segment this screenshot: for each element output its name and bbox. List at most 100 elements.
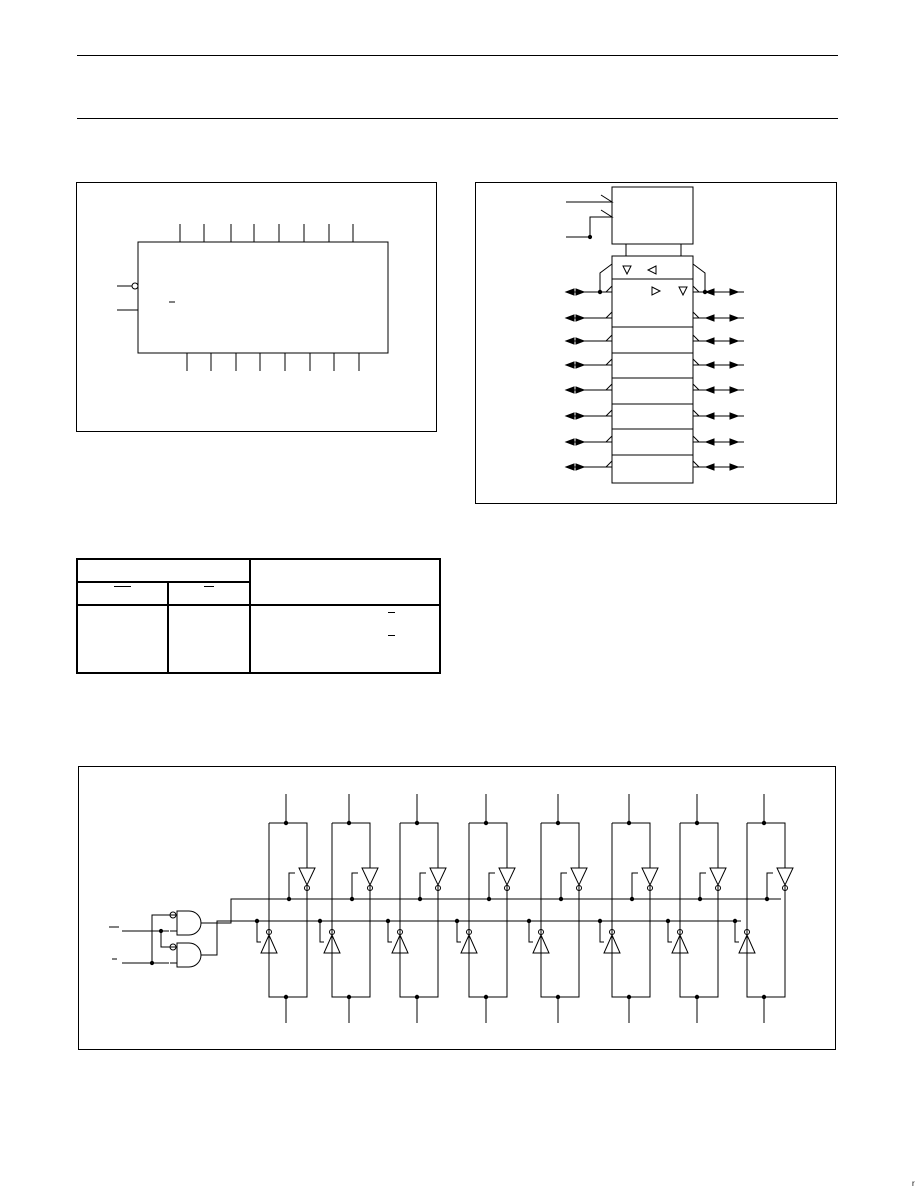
buffer-down-icon xyxy=(570,867,588,887)
buffer-down-icon xyxy=(641,867,659,887)
header-rule-bottom xyxy=(77,118,838,119)
input-marker xyxy=(692,409,700,417)
corner-mark: r xyxy=(912,1179,915,1188)
inversion-bubble xyxy=(329,929,335,935)
transceiver-cell xyxy=(254,794,316,1023)
inversion-bubble xyxy=(131,282,139,290)
arrow-right-icon xyxy=(729,438,740,446)
overbar xyxy=(114,586,131,587)
arrow-right-icon xyxy=(729,288,740,296)
arrow-left-icon xyxy=(564,288,575,296)
buffer-down-icon xyxy=(429,867,447,887)
arrow-left-icon xyxy=(704,386,715,394)
logic-diagram xyxy=(109,794,794,1023)
input-marker xyxy=(692,334,700,342)
function-table-body-outputs xyxy=(248,604,442,674)
arrow-left-icon xyxy=(704,337,715,345)
buffer-up-icon xyxy=(671,933,689,954)
arrow-left-icon xyxy=(564,361,575,369)
arrow-left-icon xyxy=(564,337,575,345)
logic-symbol-diagram xyxy=(117,224,389,371)
arrow-left-icon xyxy=(564,438,575,446)
buffer-down-icon xyxy=(776,867,794,887)
arrow-left-icon xyxy=(564,314,575,322)
overbar xyxy=(387,612,395,613)
overbar xyxy=(204,586,215,587)
arrow-right-icon xyxy=(575,314,586,322)
arrow-right-icon xyxy=(729,314,740,322)
function-table-inputs-header xyxy=(76,558,251,583)
input-marker xyxy=(605,435,613,443)
input-marker xyxy=(692,435,700,443)
arrow-right-icon xyxy=(575,438,586,446)
arrow-right-icon xyxy=(575,386,586,394)
arrow-left-icon xyxy=(564,463,575,471)
buffer-up-icon xyxy=(532,933,550,954)
input-marker xyxy=(605,358,613,366)
buffer-down-icon xyxy=(709,867,727,887)
input-marker xyxy=(605,311,613,319)
transceiver-cell xyxy=(665,794,727,1023)
transceiver-cell xyxy=(597,794,659,1023)
control-block xyxy=(611,186,694,245)
buffer-up-icon xyxy=(323,933,341,954)
logic-diagram-figure xyxy=(78,766,836,1050)
arrow-left-icon xyxy=(704,412,715,420)
input-marker xyxy=(692,460,700,468)
arrow-right-icon xyxy=(575,361,586,369)
buffer-down-icon xyxy=(298,867,316,887)
arrow-right-icon xyxy=(729,337,740,345)
arrow-left-icon xyxy=(704,463,715,471)
inversion-bubble xyxy=(538,929,544,935)
arrow-right-icon xyxy=(729,386,740,394)
port-stack xyxy=(611,255,694,484)
function-table-body-b xyxy=(167,604,251,674)
arrow-right-icon xyxy=(575,412,586,420)
buffer-up-icon xyxy=(391,933,409,954)
arrow-left-icon xyxy=(704,314,715,322)
logic-symbol-figure xyxy=(76,182,437,432)
transceiver-cell xyxy=(732,794,794,1023)
inversion-bubble xyxy=(677,929,683,935)
buffer-up-icon xyxy=(603,933,621,954)
input-marker xyxy=(692,383,700,391)
arrow-right-icon xyxy=(729,361,740,369)
buffer-up-icon xyxy=(460,933,478,954)
function-table-body-a xyxy=(75,604,170,674)
overbar xyxy=(387,635,395,636)
input-marker xyxy=(692,311,700,319)
and-gate-1 xyxy=(176,910,202,936)
buffer-up-icon xyxy=(260,933,278,954)
buffer-up-icon xyxy=(738,933,756,954)
transceiver-cell xyxy=(385,794,447,1023)
function-table-col-a xyxy=(75,581,170,606)
header-rule-top xyxy=(77,55,838,56)
input-marker xyxy=(605,334,613,342)
inversion-bubble xyxy=(397,929,403,935)
function-table xyxy=(75,558,442,674)
and-gate-2 xyxy=(176,942,202,968)
input-marker xyxy=(605,460,613,468)
arrow-left-icon xyxy=(704,438,715,446)
buffer-down-icon xyxy=(361,867,379,887)
arrow-left-icon xyxy=(704,361,715,369)
input-marker xyxy=(605,409,613,417)
inversion-bubble xyxy=(266,929,272,935)
transceiver-cell xyxy=(317,794,379,1023)
logic-symbol-box xyxy=(137,241,389,354)
inversion-bubble xyxy=(466,929,472,935)
inversion-bubble xyxy=(744,929,750,935)
iec-logic-symbol-diagram xyxy=(564,186,744,484)
transceiver-cell xyxy=(454,794,516,1023)
function-table-outputs-header xyxy=(248,558,442,606)
arrow-right-icon xyxy=(729,412,740,420)
iec-logic-symbol-figure xyxy=(475,182,837,504)
arrow-right-icon xyxy=(729,463,740,471)
arrow-right-icon xyxy=(575,337,586,345)
inversion-bubble xyxy=(609,929,615,935)
input-marker xyxy=(692,285,700,293)
transceiver-cell xyxy=(526,794,588,1023)
input-marker xyxy=(692,358,700,366)
buffer-down-icon xyxy=(498,867,516,887)
arrow-right-icon xyxy=(575,463,586,471)
